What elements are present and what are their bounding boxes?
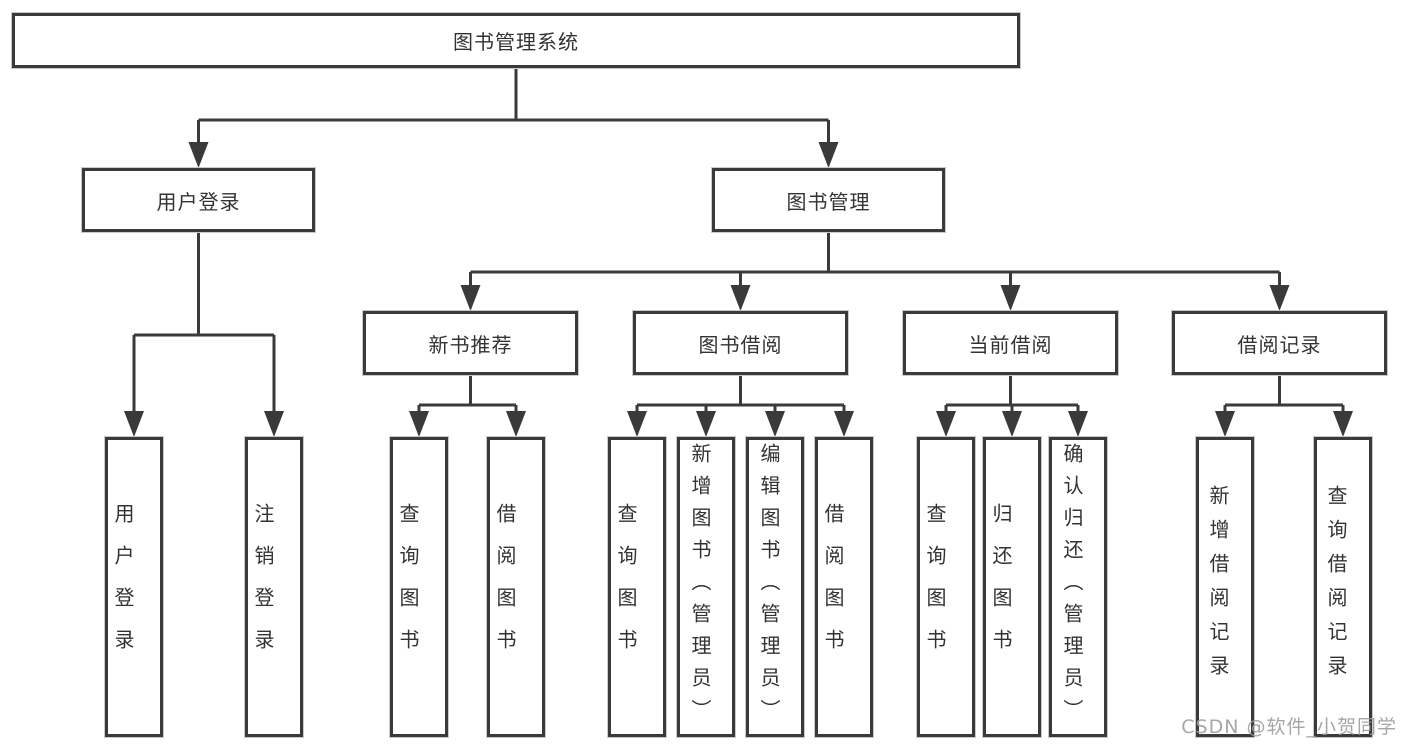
leaf-confirm-return-admin: 确认归还（管理员） xyxy=(1049,437,1107,737)
node-current-borrowing: 当前借阅 xyxy=(903,311,1118,375)
arrowhead-down-icon xyxy=(188,142,209,168)
leaf-query-books-current: 查询图书 xyxy=(917,437,975,737)
arrowhead-down-icon xyxy=(696,411,716,437)
arrowhead-down-icon xyxy=(765,411,785,437)
node-root-system: 图书管理系统 xyxy=(12,13,1020,68)
arrowhead-down-icon xyxy=(834,411,854,437)
csdn-watermark: CSDN @软件_小贺同学 xyxy=(1181,716,1397,738)
arrowhead-down-icon xyxy=(1068,411,1088,437)
leaf-return-book: 归还图书 xyxy=(983,437,1041,737)
node-user-login: 用户登录 xyxy=(82,168,315,232)
leaf-query-books-recommend: 查询图书 xyxy=(390,437,448,737)
arrowhead-down-icon xyxy=(409,411,429,437)
node-book-borrowing: 图书借阅 xyxy=(633,311,848,375)
leaf-borrow-books-recommend: 借阅图书 xyxy=(487,437,545,737)
leaf-add-borrow-record: 新增借阅记录 xyxy=(1196,437,1254,737)
arrowhead-down-icon xyxy=(1269,285,1290,311)
leaf-user-login: 用户登录 xyxy=(105,437,163,737)
arrowhead-down-icon xyxy=(936,411,956,437)
leaf-query-books-borrowing: 查询图书 xyxy=(608,437,666,737)
arrowhead-down-icon xyxy=(506,411,526,437)
arrowhead-down-icon xyxy=(1000,285,1021,311)
arrowhead-down-icon xyxy=(264,411,284,437)
arrowhead-down-icon xyxy=(1215,411,1235,437)
leaf-query-borrow-record: 查询借阅记录 xyxy=(1314,437,1372,737)
arrowhead-down-icon xyxy=(818,142,839,168)
leaf-add-book-admin: 新增图书（管理员） xyxy=(677,437,735,737)
leaf-borrow-books-borrowing: 借阅图书 xyxy=(815,437,873,737)
arrowhead-down-icon xyxy=(124,411,144,437)
leaf-edit-book-admin: 编辑图书（管理员） xyxy=(746,437,804,737)
arrowhead-down-icon xyxy=(730,285,751,311)
leaf-logout: 注销登录 xyxy=(245,437,303,737)
arrowhead-down-icon xyxy=(1002,411,1022,437)
arrowhead-down-icon xyxy=(1333,411,1353,437)
node-new-book-recommend: 新书推荐 xyxy=(363,311,578,375)
arrowhead-down-icon xyxy=(627,411,647,437)
node-borrowing-records: 借阅记录 xyxy=(1172,311,1387,375)
arrowhead-down-icon xyxy=(460,285,481,311)
node-book-management: 图书管理 xyxy=(712,168,945,232)
